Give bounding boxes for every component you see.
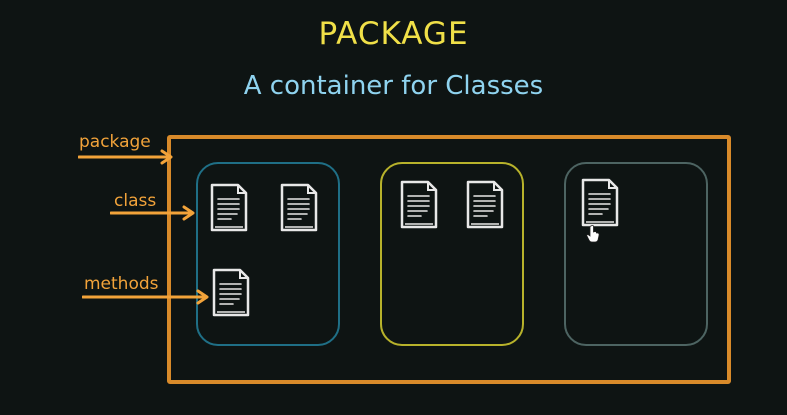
hand-cursor-icon: [586, 225, 600, 243]
document-icon: [210, 183, 248, 232]
class-arrow-icon: [110, 205, 195, 221]
package-arrow-icon: [78, 149, 173, 165]
document-icon: [280, 183, 318, 232]
class-box-1: [196, 162, 340, 346]
diagram-title: PACKAGE: [318, 16, 469, 52]
class-box-2: [380, 162, 524, 346]
package-label: package: [79, 132, 151, 152]
package-box: [167, 135, 731, 384]
methods-arrow-icon: [82, 289, 209, 305]
document-icon: [581, 178, 619, 227]
class-box-3: [564, 162, 708, 346]
class-label: class: [114, 191, 157, 211]
diagram-subtitle: A container for Classes: [243, 71, 544, 101]
document-icon: [212, 268, 250, 317]
document-icon: [400, 180, 438, 229]
methods-label: methods: [84, 274, 159, 294]
document-icon: [466, 180, 504, 229]
